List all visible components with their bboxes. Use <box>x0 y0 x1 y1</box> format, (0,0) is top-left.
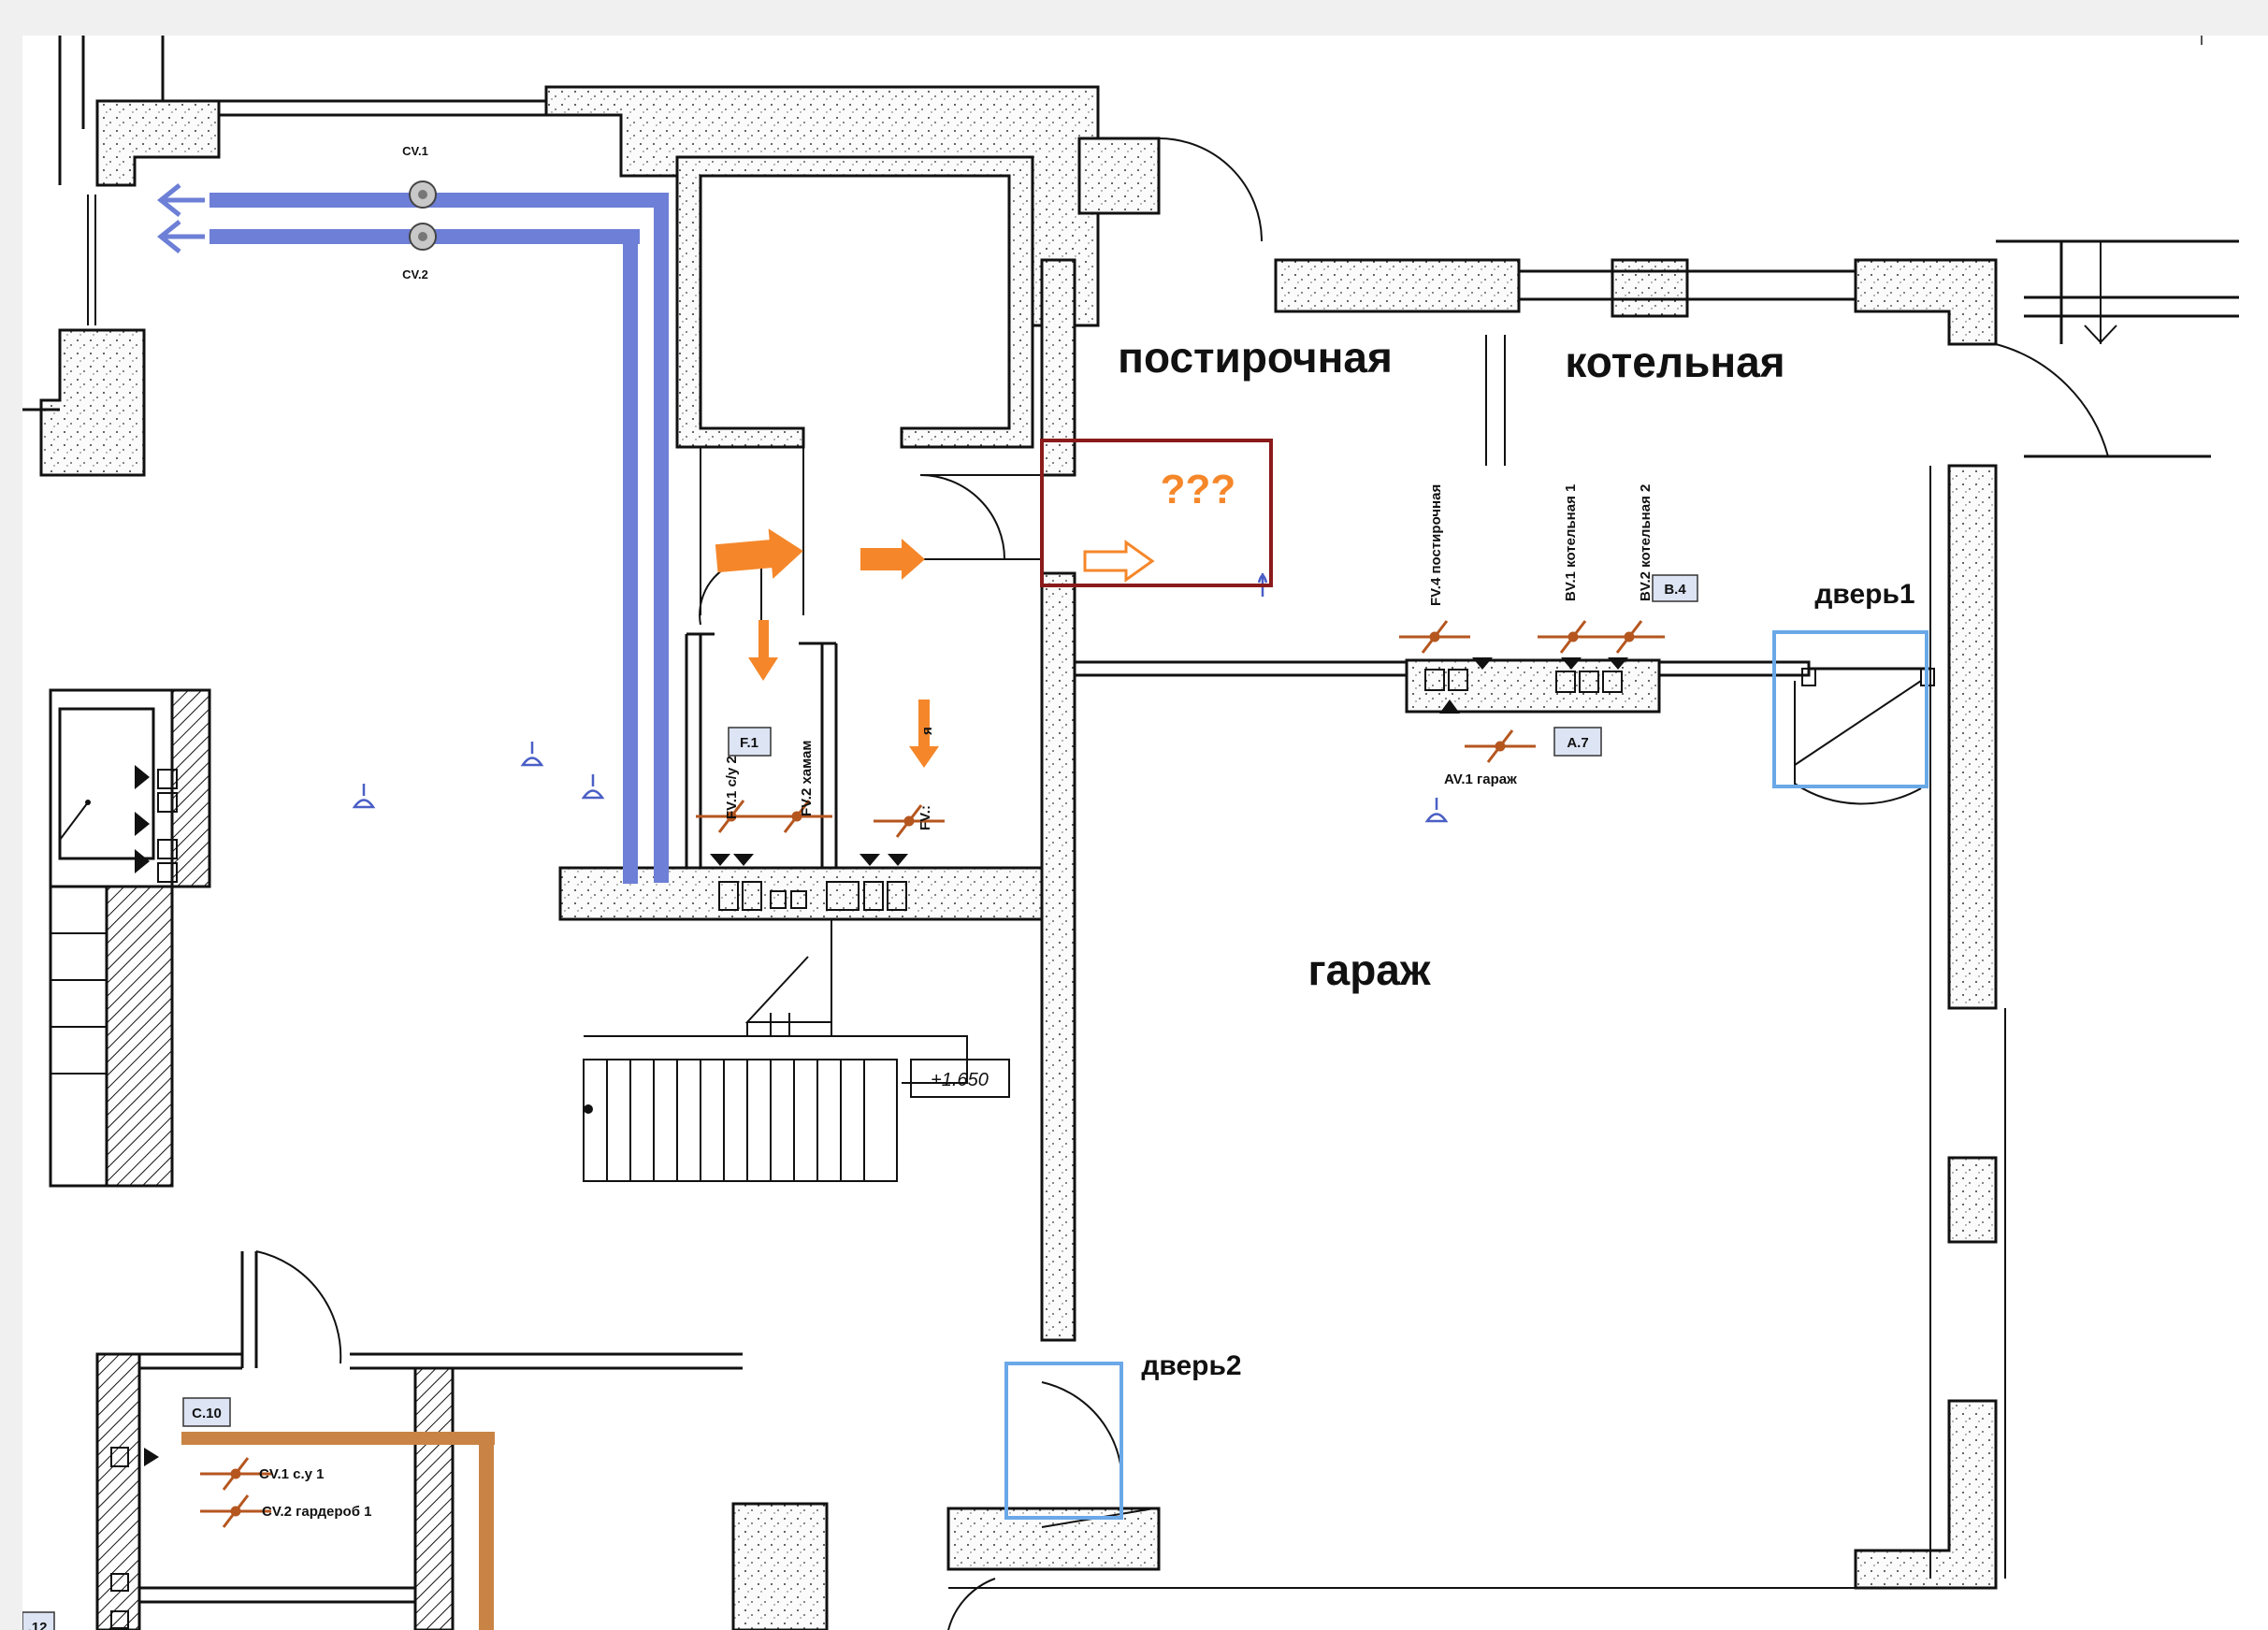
brown-duct <box>181 1432 495 1630</box>
bathroom-walls <box>685 557 838 868</box>
fv4-label: FV.4 постирочная <box>1428 484 1444 606</box>
cv1-top-label: CV.1 <box>402 144 428 158</box>
diffusers <box>352 573 1449 823</box>
damper-icon <box>696 800 767 833</box>
tag-c10-text: C.10 <box>192 1406 222 1421</box>
tag-c10: C.10 <box>182 1397 231 1427</box>
inner-room-block <box>675 155 1034 615</box>
wall-garage-right <box>1854 464 2006 1590</box>
tag-c12-text: .12 <box>28 1620 48 1630</box>
door1-label: дверь1 <box>1814 579 1914 610</box>
room-label-kotelnaya: котельная <box>1565 338 1784 386</box>
wall-top-rooms <box>1077 137 2239 466</box>
wall-rooms-garage <box>1073 657 1935 714</box>
damper-icon <box>874 804 945 838</box>
question-marks: ??? <box>1161 467 1236 512</box>
cv1-bottom-label: CV.1 с.у 1 <box>259 1466 325 1482</box>
bottom-left-rooms <box>95 1250 743 1630</box>
damper-icon <box>1465 729 1536 763</box>
walls-top-left <box>22 36 1100 477</box>
tag-b4: B.4 <box>1652 574 1698 602</box>
bv2-label: BV.2 котельная 2 <box>1638 484 1654 601</box>
room-label-garazh: гараж <box>1307 945 1430 994</box>
level-mark: +1.650 <box>910 1059 1010 1098</box>
tag-f1: F.1 <box>728 727 772 757</box>
fv2-label: FV.2 хамам <box>799 741 815 817</box>
fv3-label: FV.: <box>917 805 933 830</box>
damper-icon <box>200 1457 271 1491</box>
dampers <box>200 620 1665 1528</box>
shaft-wall <box>558 854 1044 921</box>
cv2-top-label: CV.2 <box>402 267 428 281</box>
blue-arrow-lower-icon <box>156 220 205 253</box>
fan-cv1-icon <box>409 180 437 209</box>
door2-highlight-box <box>1004 1362 1123 1520</box>
arrow-right-icon <box>715 528 803 580</box>
bottom-mid-walls <box>731 1381 1856 1630</box>
level-mark-text: +1.650 <box>931 1070 989 1090</box>
door1-highlight-box <box>1772 630 1929 788</box>
floor-plan-drawing: +1.650 <box>22 36 2239 1630</box>
blue-duct-vert-right <box>654 193 669 883</box>
damper-icon <box>761 800 832 833</box>
damper-icon <box>200 1494 271 1528</box>
arrow-down-icon <box>748 620 778 681</box>
staircase <box>583 919 968 1182</box>
tag-a7-text: A.7 <box>1567 735 1588 751</box>
room-label-postirochnaya: постирочная <box>1118 333 1393 382</box>
fv1-label: FV.1 с/у 2 <box>724 756 740 819</box>
tag-b4-text: B.4 <box>1664 582 1686 598</box>
cv2-bottom-label: CV.2 гардероб 1 <box>262 1504 371 1520</box>
blue-duct-upper <box>209 193 668 208</box>
blue-duct-vert-left <box>623 229 638 884</box>
fan-cv2-icon <box>409 223 437 251</box>
fv3-suffix-label: я <box>919 727 935 735</box>
arrow-right-outline-icon <box>1083 540 1155 583</box>
diffuser-icon <box>352 784 376 809</box>
diffuser-icon <box>581 774 605 800</box>
av1-label: AV.1 гараж <box>1444 772 1517 787</box>
tag-a7: A.7 <box>1553 727 1602 757</box>
orange-arrows <box>715 528 1155 768</box>
blue-duct-system: CV.1 CV.2 <box>156 144 669 884</box>
question-highlight-box <box>1040 439 1273 587</box>
floor-plan-sheet: +1.650 <box>22 36 2268 1630</box>
diffuser-icon <box>1424 798 1449 823</box>
tag-c12: .12 <box>22 1611 55 1630</box>
blue-arrow-upper-icon <box>156 183 205 217</box>
diffuser-icon <box>520 742 544 767</box>
damper-icon <box>1399 620 1470 654</box>
damper-icon <box>1594 620 1665 654</box>
door2-label: дверь2 <box>1141 1350 1241 1381</box>
arrow-down-icon <box>909 700 939 768</box>
wall-hall-garage <box>919 258 1076 1342</box>
arrow-right-icon <box>860 539 925 580</box>
tag-f1-text: F.1 <box>740 735 758 751</box>
left-cabinet <box>49 688 211 1188</box>
bv1-label: BV.1 котельная 1 <box>1563 484 1579 601</box>
